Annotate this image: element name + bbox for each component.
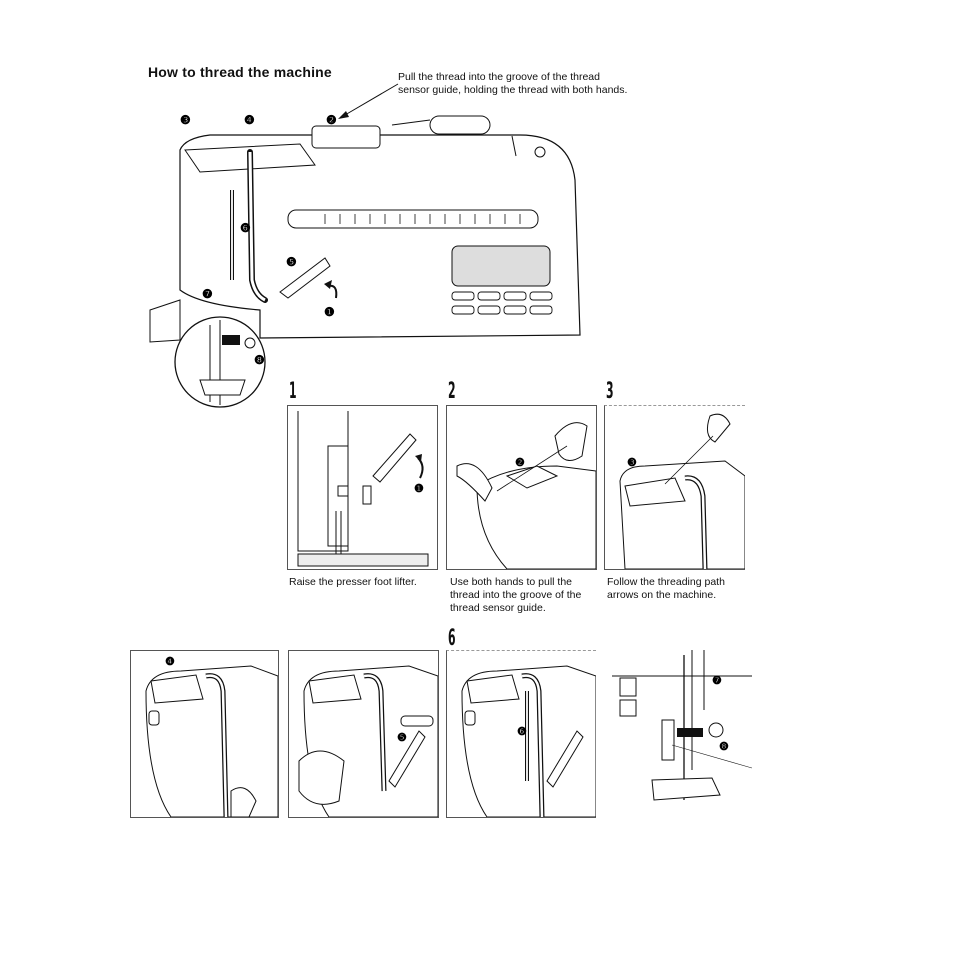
step-2-marker: ❷ — [515, 457, 525, 469]
step-7-marker: ❼ — [712, 675, 722, 687]
marker-7: ❼ — [202, 287, 213, 301]
step-2-number: 2 — [448, 379, 456, 404]
step-1-marker: ❶ — [414, 483, 424, 495]
marker-1: ❶ — [324, 305, 335, 319]
step-5-panel: ❺ — [288, 650, 439, 818]
step-3-number: 3 — [606, 379, 614, 404]
step-8-marker: ❽ — [719, 741, 729, 753]
step-3-marker: ❸ — [627, 457, 637, 469]
step-2-caption: Use both hands to pull the thread into t… — [450, 576, 582, 614]
step-3-caption: Follow the threading path arrows on the … — [607, 576, 725, 601]
page-title: How to thread the machine — [148, 64, 332, 80]
step-1-caption: Raise the presser foot lifter. — [289, 576, 417, 588]
callout-text: Pull the thread into the groove of the t… — [398, 71, 628, 96]
marker-2: ❷ — [326, 113, 337, 127]
step-6-marker: ❻ — [517, 726, 527, 738]
marker-4: ❹ — [244, 113, 255, 127]
step-3-panel: ❸ — [604, 405, 745, 570]
step-1-panel: ❶ — [287, 405, 438, 570]
step-5-marker: ❺ — [397, 732, 407, 744]
step-1-number: 1 — [289, 379, 297, 404]
step-6-number: 6 — [448, 626, 456, 651]
marker-3: ❸ — [180, 113, 191, 127]
step-6-panel: ❻ — [446, 650, 596, 818]
machine-main-illustration: ❸ ❹ ❷ ❻ ❺ ❶ ❼ ❽ — [149, 83, 581, 408]
step-4-panel: ❹ — [130, 650, 279, 818]
step-2-panel: ❷ — [446, 405, 597, 570]
marker-8: ❽ — [254, 353, 265, 367]
marker-5: ❺ — [286, 255, 297, 269]
needle-closeup-illustration: ❼ ❽ — [612, 650, 752, 801]
marker-6: ❻ — [240, 221, 251, 235]
step-4-marker: ❹ — [165, 656, 175, 668]
